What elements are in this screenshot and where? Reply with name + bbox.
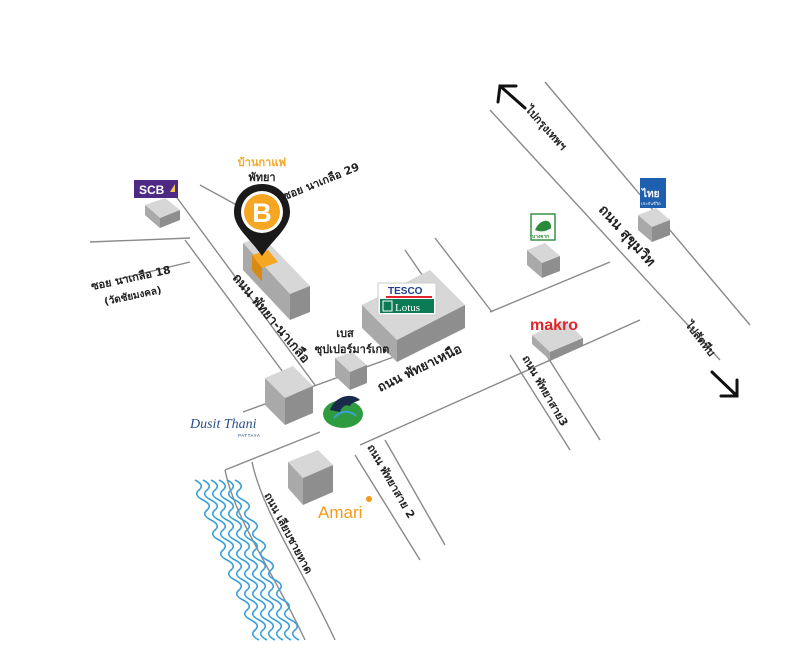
soi29-label: ซอย นาเกลือ 29 — [281, 160, 361, 202]
b-coffee-pin[interactable]: B — [234, 184, 290, 256]
road-network — [89, 81, 751, 641]
scb-logo: SCB — [134, 180, 178, 198]
to-sattahip-label: ไปสัตหีบ — [681, 317, 718, 359]
best-market-label-line1: เบส — [336, 327, 354, 340]
pattaya-sai3-label: ถนน พัทยาสาย3 — [519, 353, 570, 428]
sea-wave — [234, 479, 300, 641]
scb-label: SCB — [139, 183, 165, 197]
arrow-to-bangkok-icon — [496, 84, 527, 110]
building-amari — [288, 450, 333, 505]
building-dusit — [265, 366, 313, 425]
dusit-thani-label: Dusit Thani — [189, 417, 257, 432]
building-scb — [145, 198, 180, 228]
dusit-thani-logo: Dusit Thani PATTAYA — [189, 417, 260, 438]
amari-dot-icon — [366, 496, 372, 502]
sea-waves — [194, 479, 300, 641]
makro-label: makro — [530, 317, 578, 334]
b-coffee-letter: B — [252, 198, 272, 228]
b-coffee-title-line1: บ้านกาแฟ — [238, 156, 287, 169]
tesco-label: TESCO — [388, 286, 423, 297]
building-bangchak — [527, 243, 560, 278]
building-best-market — [335, 352, 367, 390]
bangchak-logo: บางจาก — [530, 213, 556, 241]
arrow-to-sattahip-icon — [710, 370, 739, 398]
bangchak-leaf-icon — [535, 220, 552, 232]
b-coffee-title-line2: พัทยา — [248, 171, 275, 184]
amari-logo: Amari — [318, 496, 372, 522]
scb-mark-icon — [170, 184, 175, 192]
dolphin-icon — [330, 395, 360, 412]
sea-wave — [194, 479, 260, 641]
makro-logo: makro — [530, 317, 578, 334]
to-bangkok-label: ไปกรุงเทพฯ — [521, 101, 570, 153]
amari-label: Amari — [318, 503, 362, 522]
sea-wave — [226, 479, 292, 641]
sea-wave — [210, 479, 276, 641]
thai-insurance-label: ไทย — [641, 187, 660, 200]
thai-insurance-logo: ไทย ประกันชีวิต — [640, 178, 666, 208]
sea-wave — [218, 479, 284, 641]
dolphin-roundabout — [323, 395, 363, 428]
thai-insurance-sublabel: ประกันชีวิต — [641, 201, 661, 206]
building-thai-insurance — [638, 208, 670, 242]
dusit-thani-sublabel: PATTAYA — [238, 433, 260, 438]
tesco-lotus-logo: TESCO Lotus — [377, 282, 437, 316]
best-market-label-line2: ซุปเปอร์มาร์เกต — [315, 343, 390, 357]
bangchak-label: บางจาก — [532, 234, 549, 240]
sea-wave — [202, 479, 268, 641]
lotus-label: Lotus — [395, 302, 420, 314]
building-makro — [532, 320, 583, 360]
